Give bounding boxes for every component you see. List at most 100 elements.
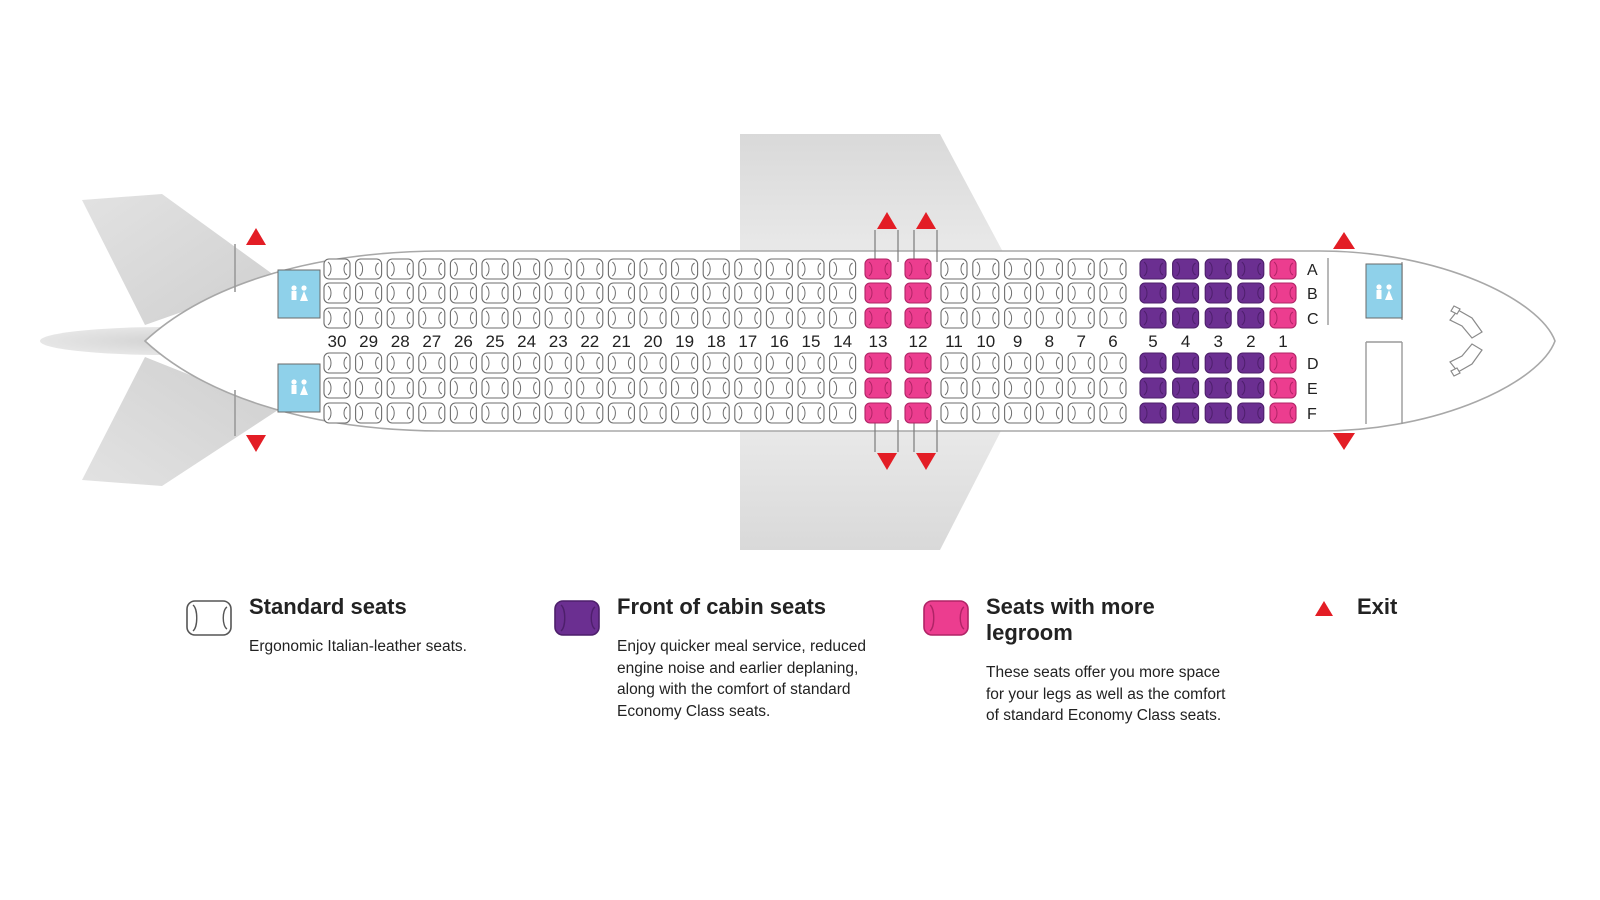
seat-4E[interactable]	[1172, 377, 1200, 399]
seat-8E[interactable]	[1035, 377, 1063, 399]
seat-28C[interactable]	[386, 307, 414, 329]
seat-18B[interactable]	[702, 282, 730, 304]
seat-20D[interactable]	[639, 352, 667, 374]
seat-20C[interactable]	[639, 307, 667, 329]
seat-4A[interactable]	[1172, 258, 1200, 280]
seat-14D[interactable]	[829, 352, 857, 374]
seat-7D[interactable]	[1067, 352, 1095, 374]
seat-3D[interactable]	[1204, 352, 1232, 374]
seat-12B[interactable]	[904, 282, 932, 304]
seat-19E[interactable]	[671, 377, 699, 399]
seat-30D[interactable]	[323, 352, 351, 374]
seat-29C[interactable]	[355, 307, 383, 329]
seat-23C[interactable]	[544, 307, 572, 329]
seat-1F[interactable]	[1269, 402, 1297, 424]
seat-23A[interactable]	[544, 258, 572, 280]
seat-8D[interactable]	[1035, 352, 1063, 374]
seat-15A[interactable]	[797, 258, 825, 280]
seat-22A[interactable]	[576, 258, 604, 280]
seat-2E[interactable]	[1237, 377, 1265, 399]
seat-10A[interactable]	[972, 258, 1000, 280]
seat-16F[interactable]	[765, 402, 793, 424]
seat-9F[interactable]	[1004, 402, 1032, 424]
seat-18E[interactable]	[702, 377, 730, 399]
seat-6B[interactable]	[1099, 282, 1127, 304]
seat-3C[interactable]	[1204, 307, 1232, 329]
seat-24D[interactable]	[513, 352, 541, 374]
seat-28B[interactable]	[386, 282, 414, 304]
seat-10E[interactable]	[972, 377, 1000, 399]
seat-8F[interactable]	[1035, 402, 1063, 424]
seat-20A[interactable]	[639, 258, 667, 280]
seat-20E[interactable]	[639, 377, 667, 399]
seat-16B[interactable]	[765, 282, 793, 304]
seat-5E[interactable]	[1139, 377, 1167, 399]
seat-18A[interactable]	[702, 258, 730, 280]
seat-9B[interactable]	[1004, 282, 1032, 304]
seat-12C[interactable]	[904, 307, 932, 329]
seat-5D[interactable]	[1139, 352, 1167, 374]
seat-29B[interactable]	[355, 282, 383, 304]
seat-26E[interactable]	[449, 377, 477, 399]
seat-22E[interactable]	[576, 377, 604, 399]
seat-26B[interactable]	[449, 282, 477, 304]
seat-6A[interactable]	[1099, 258, 1127, 280]
seat-10D[interactable]	[972, 352, 1000, 374]
seat-11D[interactable]	[940, 352, 968, 374]
seat-8A[interactable]	[1035, 258, 1063, 280]
seat-14B[interactable]	[829, 282, 857, 304]
seat-17D[interactable]	[734, 352, 762, 374]
seat-7A[interactable]	[1067, 258, 1095, 280]
seat-4C[interactable]	[1172, 307, 1200, 329]
seat-3A[interactable]	[1204, 258, 1232, 280]
seat-10C[interactable]	[972, 307, 1000, 329]
seat-12D[interactable]	[904, 352, 932, 374]
seat-20B[interactable]	[639, 282, 667, 304]
seat-16E[interactable]	[765, 377, 793, 399]
seat-28F[interactable]	[386, 402, 414, 424]
seat-19B[interactable]	[671, 282, 699, 304]
seat-9A[interactable]	[1004, 258, 1032, 280]
seat-13D[interactable]	[864, 352, 892, 374]
seat-11C[interactable]	[940, 307, 968, 329]
seat-8B[interactable]	[1035, 282, 1063, 304]
seat-21E[interactable]	[607, 377, 635, 399]
seat-19C[interactable]	[671, 307, 699, 329]
seat-25F[interactable]	[481, 402, 509, 424]
seat-4F[interactable]	[1172, 402, 1200, 424]
seat-10B[interactable]	[972, 282, 1000, 304]
seat-5A[interactable]	[1139, 258, 1167, 280]
seat-25A[interactable]	[481, 258, 509, 280]
seat-28D[interactable]	[386, 352, 414, 374]
seat-11E[interactable]	[940, 377, 968, 399]
seat-17A[interactable]	[734, 258, 762, 280]
seat-30A[interactable]	[323, 258, 351, 280]
seat-21D[interactable]	[607, 352, 635, 374]
seat-16A[interactable]	[765, 258, 793, 280]
seat-14F[interactable]	[829, 402, 857, 424]
seat-26F[interactable]	[449, 402, 477, 424]
seat-26D[interactable]	[449, 352, 477, 374]
seat-15C[interactable]	[797, 307, 825, 329]
seat-21F[interactable]	[607, 402, 635, 424]
seat-22C[interactable]	[576, 307, 604, 329]
seat-23D[interactable]	[544, 352, 572, 374]
seat-11A[interactable]	[940, 258, 968, 280]
seat-18F[interactable]	[702, 402, 730, 424]
seat-14C[interactable]	[829, 307, 857, 329]
seat-15B[interactable]	[797, 282, 825, 304]
seat-1C[interactable]	[1269, 307, 1297, 329]
seat-13C[interactable]	[864, 307, 892, 329]
seat-24E[interactable]	[513, 377, 541, 399]
seat-22F[interactable]	[576, 402, 604, 424]
seat-5B[interactable]	[1139, 282, 1167, 304]
seat-17B[interactable]	[734, 282, 762, 304]
seat-3E[interactable]	[1204, 377, 1232, 399]
seat-14A[interactable]	[829, 258, 857, 280]
seat-15F[interactable]	[797, 402, 825, 424]
seat-3B[interactable]	[1204, 282, 1232, 304]
seat-19F[interactable]	[671, 402, 699, 424]
seat-13A[interactable]	[864, 258, 892, 280]
seat-18D[interactable]	[702, 352, 730, 374]
seat-25C[interactable]	[481, 307, 509, 329]
